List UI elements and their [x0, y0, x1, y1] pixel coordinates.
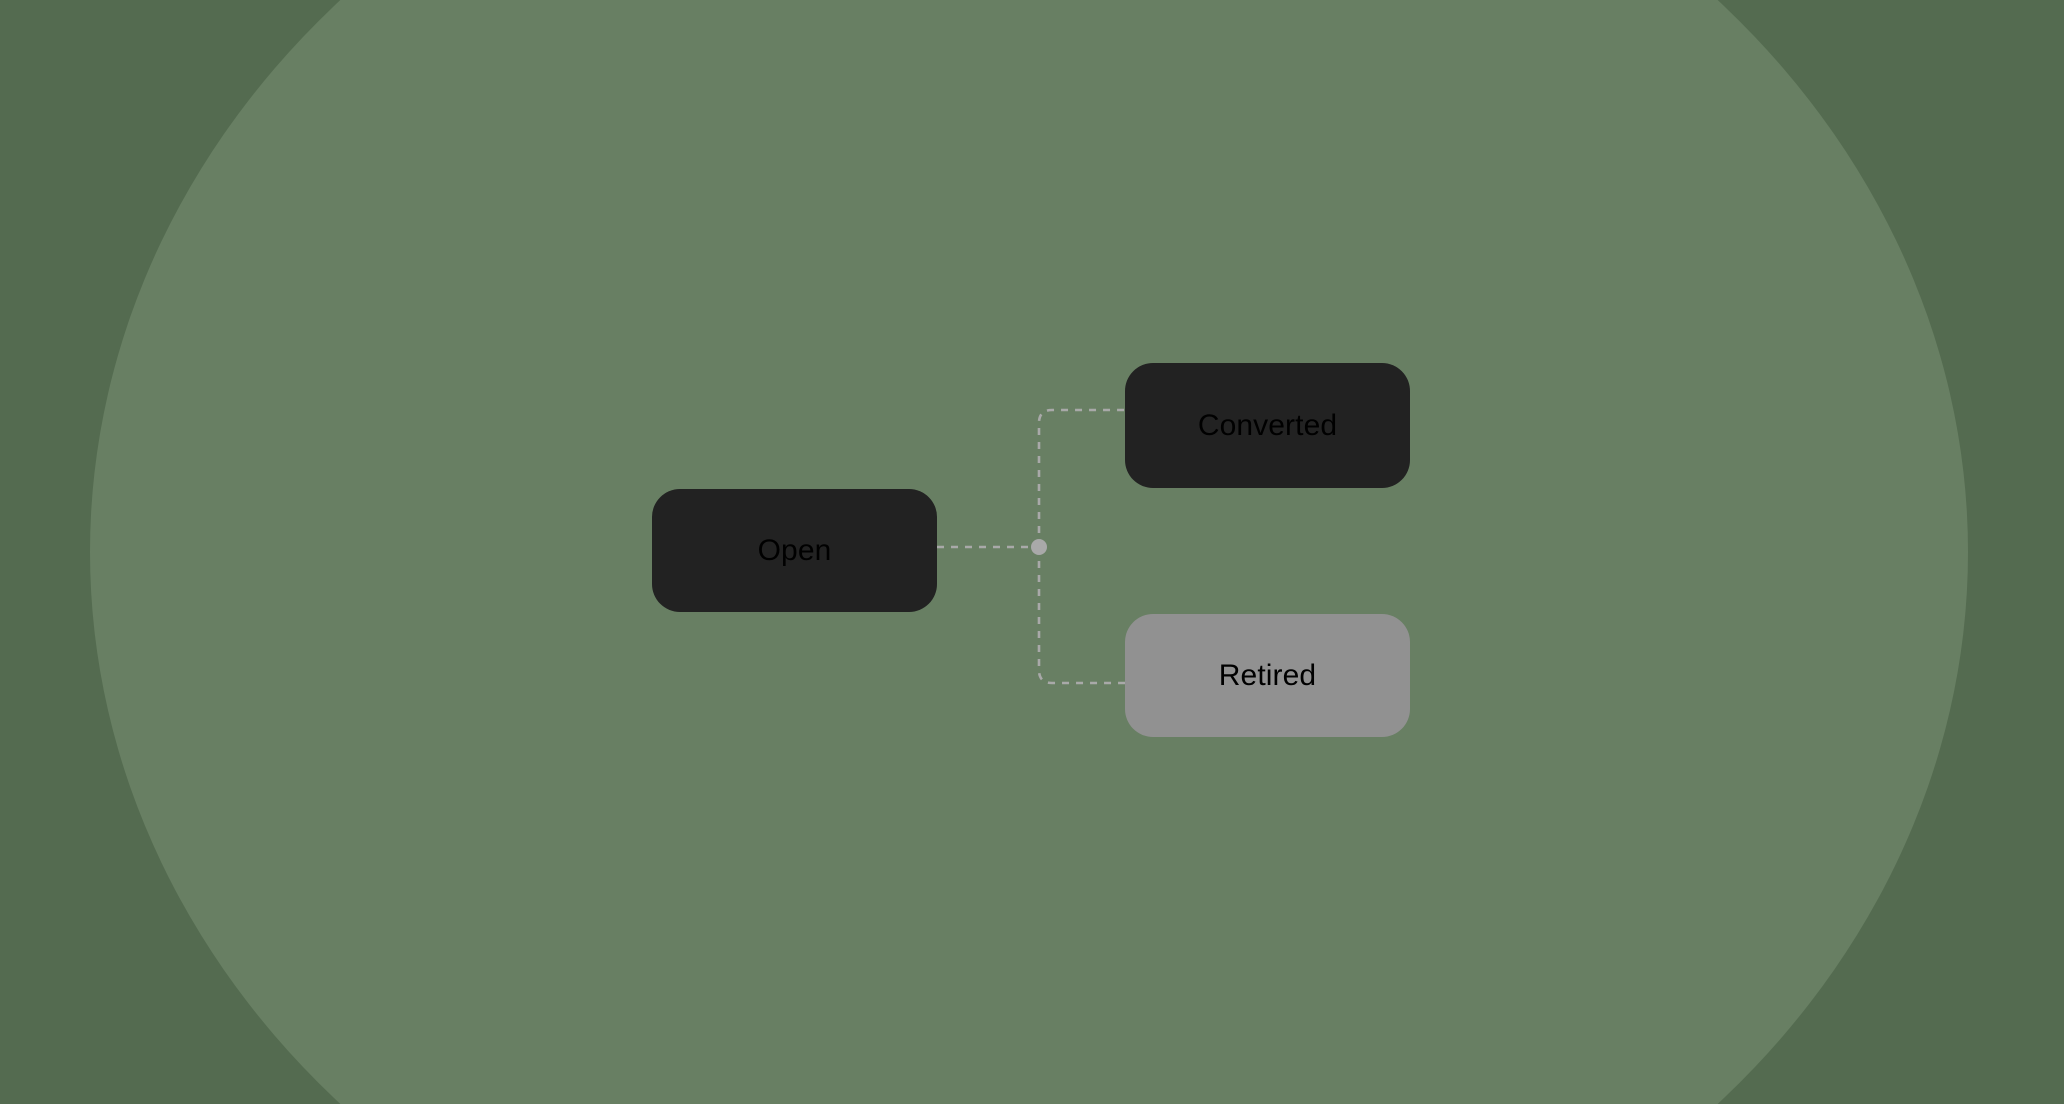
flow-node-open[interactable]: Open	[652, 489, 937, 612]
flow-node-open-label: Open	[757, 533, 832, 567]
flow-node-converted[interactable]: Converted	[1125, 363, 1410, 488]
flow-node-retired[interactable]: Retired	[1125, 614, 1410, 737]
flow-node-retired-label: Retired	[1218, 658, 1317, 692]
spotlight-ellipse	[90, 0, 1968, 1104]
flow-node-converted-label: Converted	[1197, 408, 1338, 442]
